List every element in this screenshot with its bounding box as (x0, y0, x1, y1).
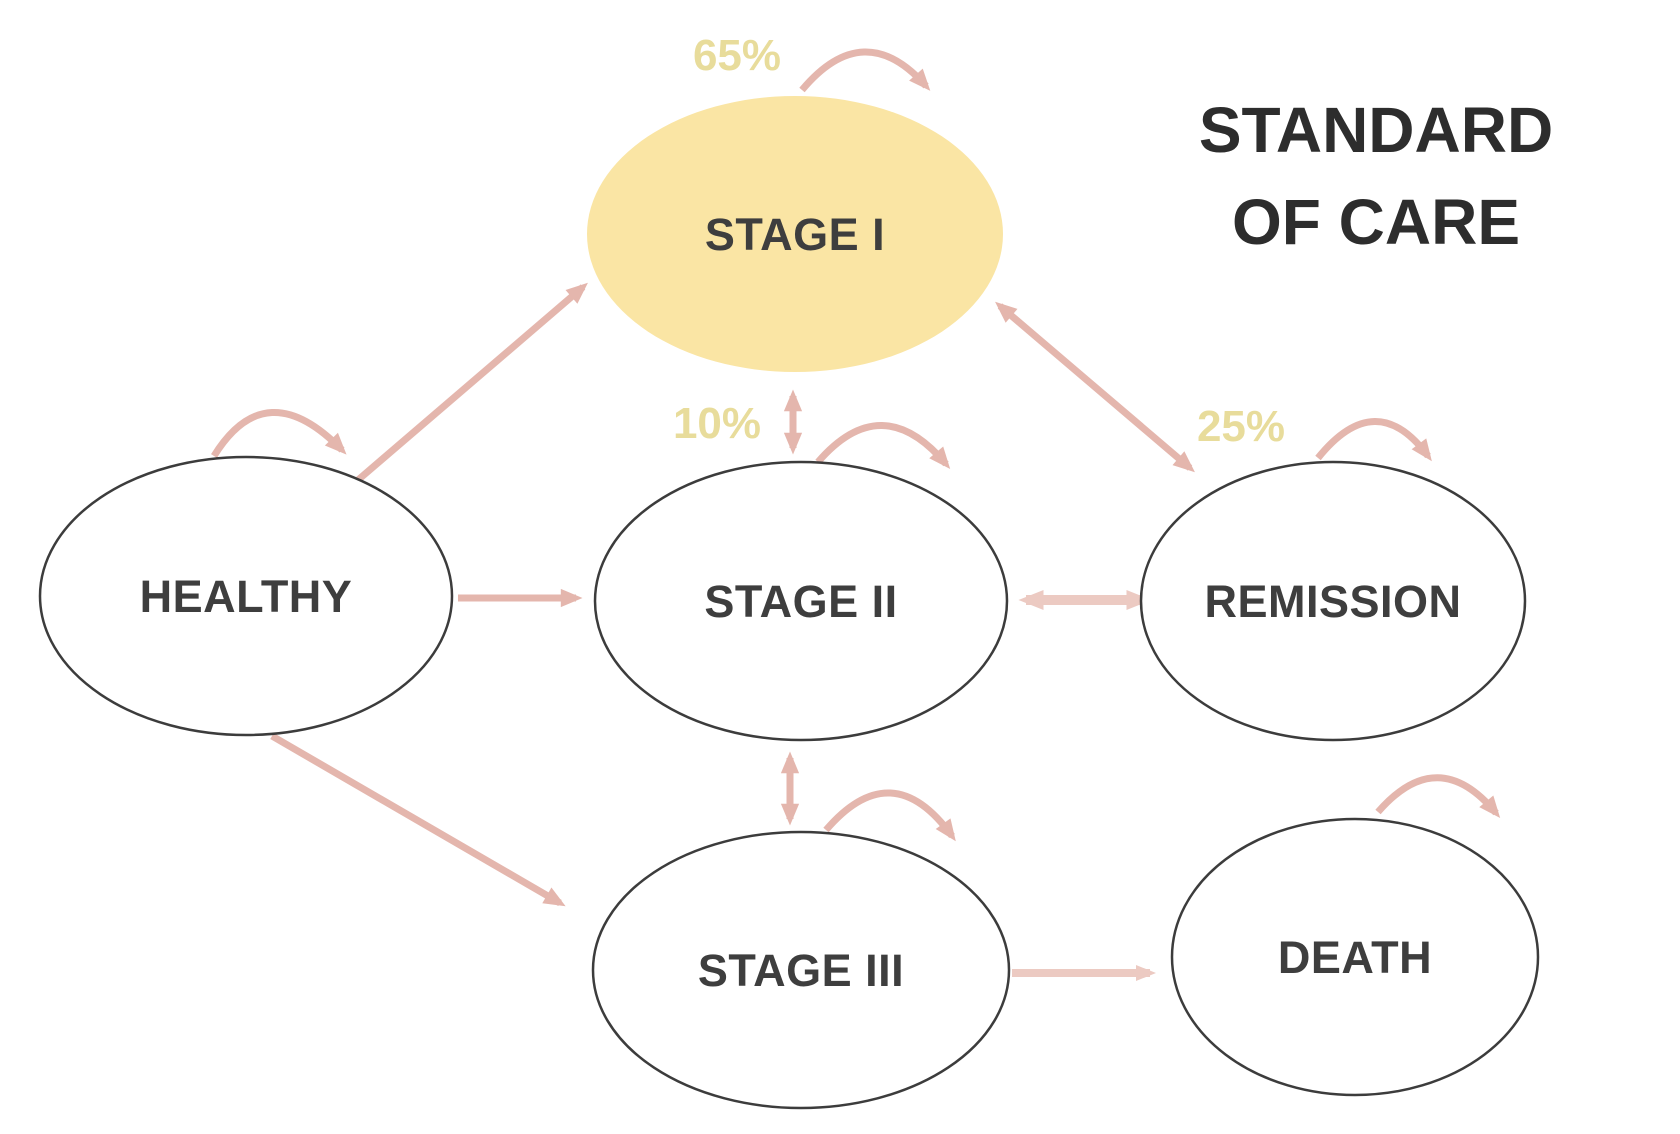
diagram-title: STANDARD OF CARE (1199, 94, 1553, 258)
arrow-healthy-to-stage3 (270, 732, 566, 907)
title-line-2: OF CARE (1232, 186, 1520, 258)
self-loop-death (1375, 774, 1501, 819)
node-label-death: DEATH (1278, 932, 1432, 983)
arrow-healthy-to-stage1 (355, 282, 588, 483)
node-remission (1139, 460, 1527, 742)
self-loop-stage2 (815, 422, 951, 469)
node-label-healthy: HEALTHY (140, 571, 353, 622)
pct-label-stage1-self: 65% (693, 31, 781, 80)
node-label-stage3: STAGE III (698, 945, 904, 996)
node-healthy (38, 455, 454, 737)
self-loop-healthy (211, 409, 347, 458)
self-loop-stage3 (823, 789, 956, 842)
pct-label-stage1-stage2: 10% (673, 399, 761, 448)
node-stage2 (593, 460, 1009, 742)
node-stage3 (591, 830, 1011, 1110)
node-stage1 (587, 96, 1003, 372)
pct-label-remission-entry: 25% (1197, 402, 1285, 451)
node-label-stage1: STAGE I (705, 209, 885, 260)
node-death (1170, 817, 1540, 1097)
self-loop-stage1 (799, 48, 931, 93)
node-label-remission: REMISSION (1204, 576, 1461, 627)
self-loop-remission (1315, 418, 1432, 462)
title-line-1: STANDARD (1199, 94, 1553, 166)
node-label-stage2: STAGE II (704, 576, 897, 627)
arrow-stage1-remission-bidirectional (995, 301, 1195, 473)
